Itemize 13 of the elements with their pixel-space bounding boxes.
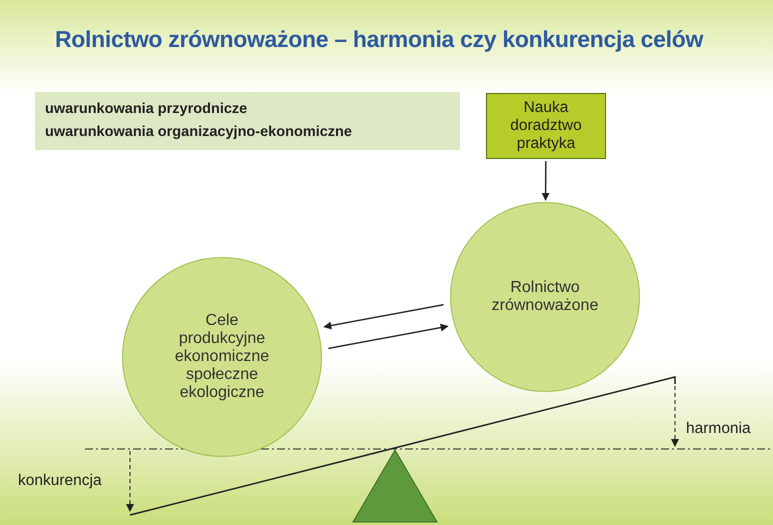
arrow [542,161,550,201]
node-text: Cele produkcyjne ekonomiczne społeczne ekologiczne [174,312,270,402]
node-text: uwarunkowania organizacyjno-ekonomiczne [45,123,353,142]
title: Rolnictwo zrównoważone – harmonia czy konkurencja celów [55,26,704,53]
arrow [323,304,444,330]
scale-label: konkurencja [18,472,102,490]
note-panel [35,92,460,150]
node-text: Nauka doradztwo praktyka [509,99,583,153]
scale-label: harmonia [686,420,751,438]
node-text: uwarunkowania przyrodnicze [45,100,248,119]
arrow [328,324,449,350]
node-text: Rolnictwo zrównoważone [490,279,600,315]
process-box [486,93,606,159]
